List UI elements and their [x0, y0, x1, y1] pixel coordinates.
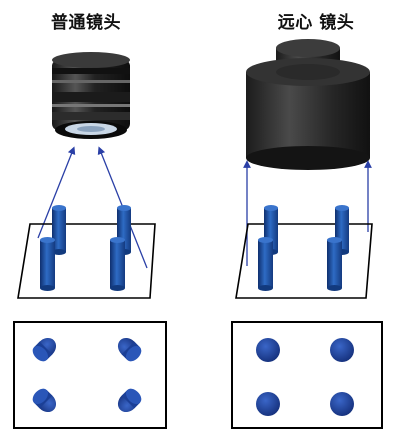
standard-lens-icon [52, 52, 130, 139]
right-posts [258, 205, 349, 291]
standard-lens-label: 普通镜头 [51, 13, 121, 33]
image-dot [330, 392, 354, 416]
left-image-frame [13, 321, 167, 429]
image-dot [256, 338, 280, 362]
post [327, 237, 342, 291]
post [40, 237, 55, 291]
post [258, 237, 273, 291]
left-stage [17, 223, 156, 299]
right-image-frame [231, 321, 383, 429]
post [110, 237, 125, 291]
telecentric-lens-icon [246, 39, 370, 170]
right-image-dots [256, 338, 354, 416]
parallel-rays [243, 160, 372, 266]
image-dot [256, 392, 280, 416]
image-dot [330, 338, 354, 362]
telecentric-lens-label: 远心 镜头 [277, 13, 355, 33]
post [52, 205, 66, 255]
left-image-dots [32, 337, 142, 413]
left-posts [40, 205, 131, 291]
image-dot [117, 337, 142, 362]
image-dot [117, 388, 142, 413]
image-dot [32, 337, 57, 362]
image-dot [32, 388, 57, 413]
right-stage [235, 223, 373, 299]
